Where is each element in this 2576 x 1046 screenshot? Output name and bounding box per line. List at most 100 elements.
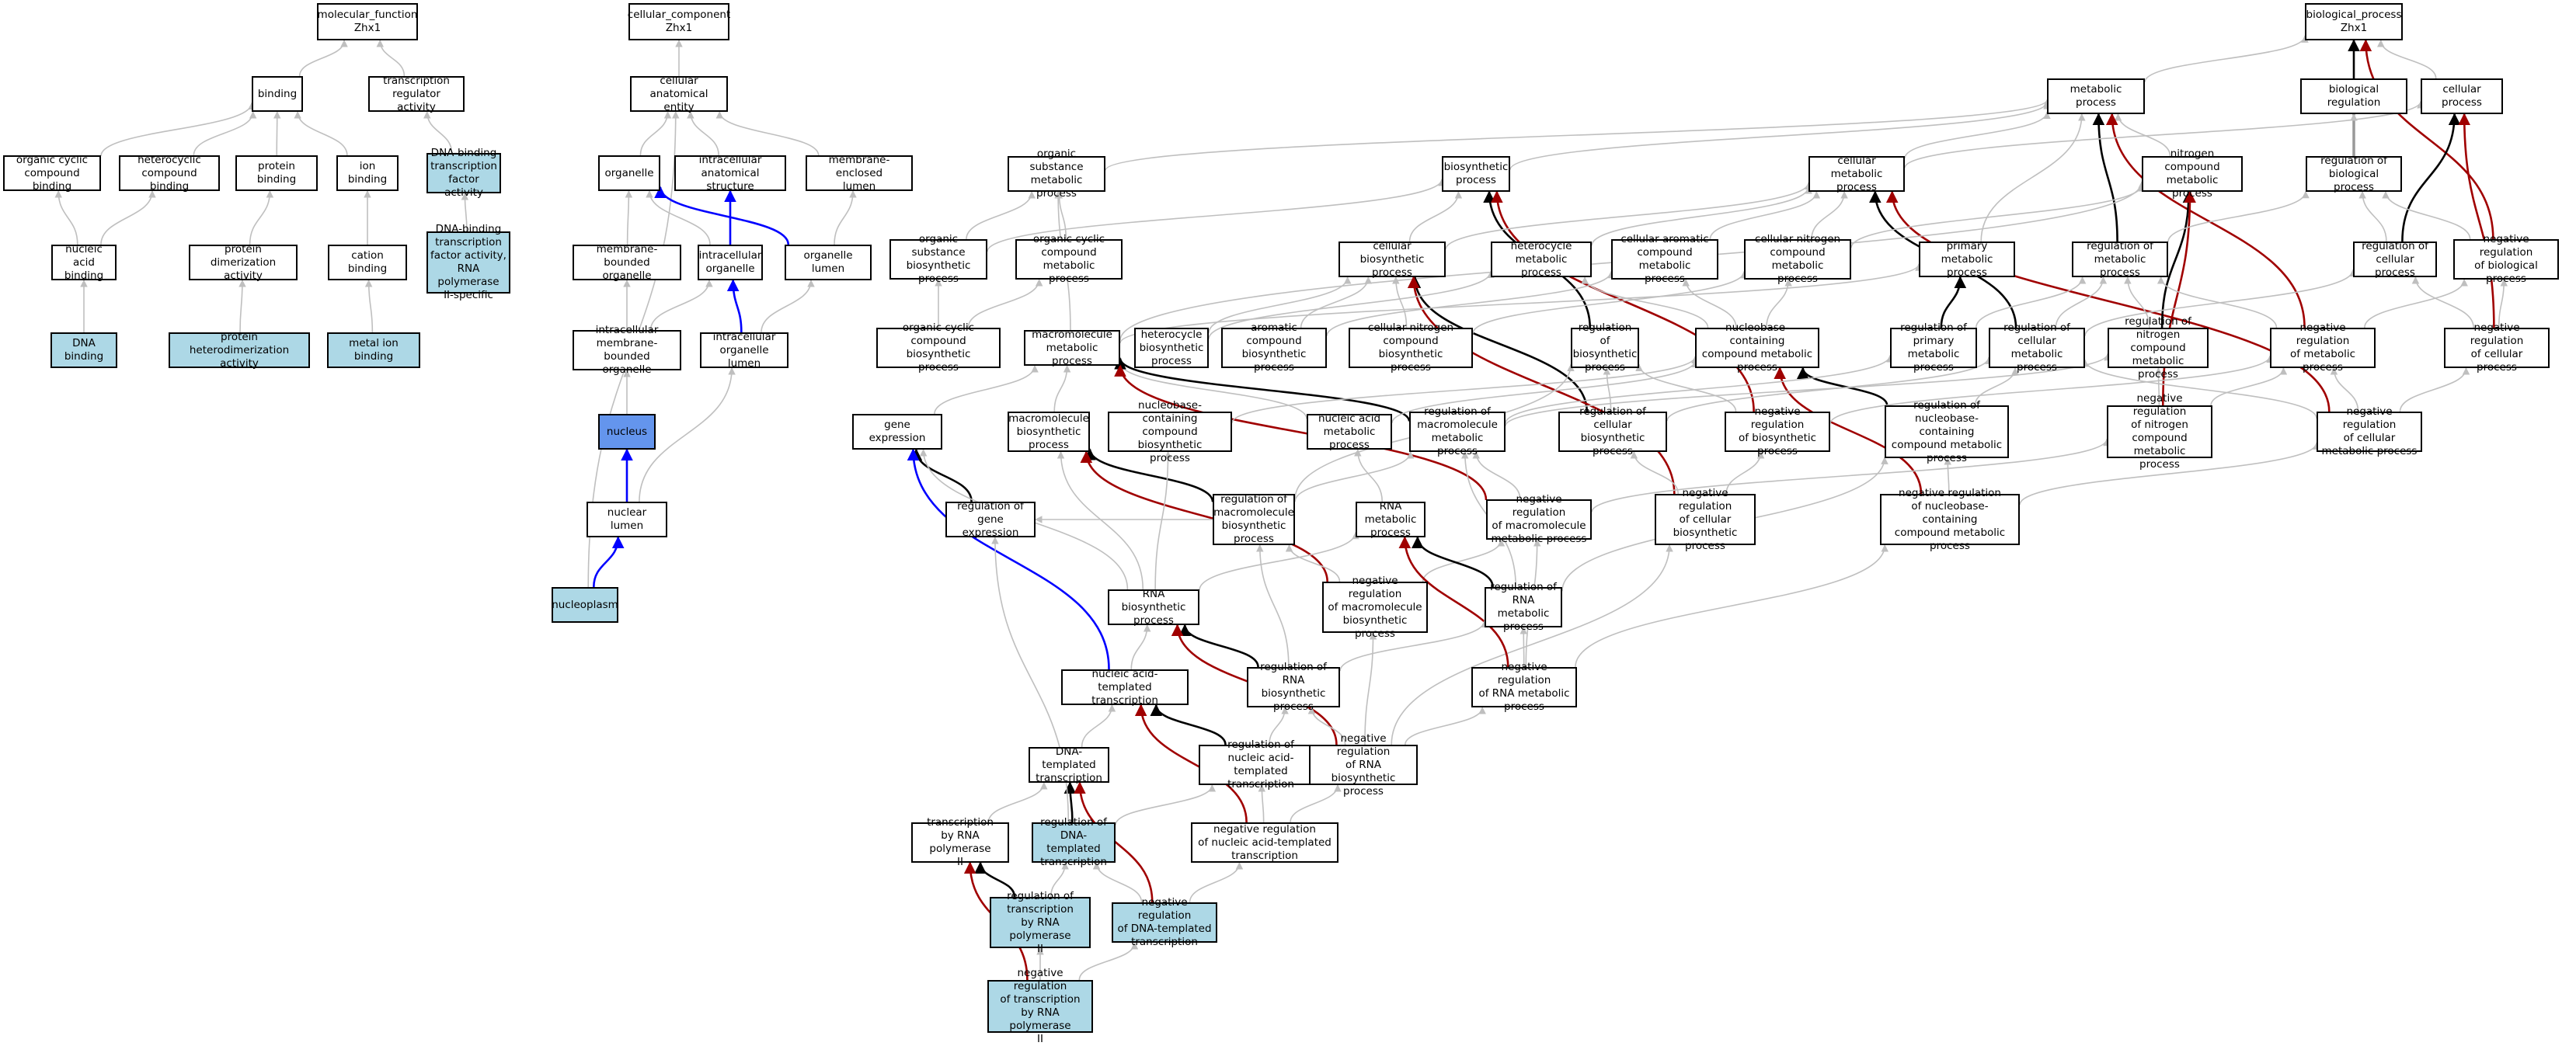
node-rrnamp[interactable]: regulation of RNA metabolic process xyxy=(1485,587,1562,627)
node-rdtt[interactable]: regulation of DNA-templated transcriptio… xyxy=(1032,822,1116,863)
node-hcb[interactable]: heterocyclic compound binding xyxy=(119,155,220,191)
node-binding[interactable]: binding xyxy=(252,76,303,112)
node-nrnccmp[interactable]: negative regulation of nucleobase-contai… xyxy=(1880,494,2020,545)
node-io[interactable]: intracellular organelle xyxy=(698,245,763,280)
node-ncmp[interactable]: nitrogen compound metabolic process xyxy=(2142,156,2243,192)
node-ge[interactable]: gene expression xyxy=(852,414,942,450)
node-nrcp[interactable]: negative regulation of cellular process xyxy=(2444,328,2550,368)
edge-rcp-to-cp xyxy=(2402,114,2454,242)
node-rge[interactable]: regulation of gene expression xyxy=(945,502,1036,537)
node-natt[interactable]: nucleic acid-templated transcription xyxy=(1061,669,1189,705)
node-dnab[interactable]: DNA binding xyxy=(50,332,117,368)
node-mbp[interactable]: macromolecule biosynthetic process xyxy=(1008,412,1090,452)
node-catb[interactable]: cation binding xyxy=(328,245,407,280)
node-rnatt[interactable]: regulation of nucleic acid-templated tra… xyxy=(1199,745,1323,785)
node-cp[interactable]: cellular process xyxy=(2421,78,2503,114)
node-dtt[interactable]: DNA-templated transcription xyxy=(1029,747,1109,783)
node-cmp[interactable]: cellular metabolic process xyxy=(1808,156,1905,192)
node-cncbp[interactable]: cellular nitrogen compound biosynthetic … xyxy=(1349,328,1473,368)
node-rmbp[interactable]: regulation of macromolecule biosynthetic… xyxy=(1213,494,1295,545)
node-mf[interactable]: molecular_function Zhx1 xyxy=(317,3,418,40)
node-bp[interactable]: biological_process Zhx1 xyxy=(2305,3,2403,40)
node-nrtrp2[interactable]: negative regulation of transcription by … xyxy=(987,980,1093,1033)
edge-osmp-to-mp xyxy=(1105,100,2047,171)
edge-metalb-to-catb xyxy=(369,280,373,332)
node-rbp[interactable]: regulation of biological process xyxy=(2306,156,2402,192)
node-nccbp[interactable]: nucleobase-containing compound biosynthe… xyxy=(1108,412,1232,452)
node-rmmp[interactable]: regulation of macromolecule metabolic pr… xyxy=(1409,412,1506,452)
node-dbtfa[interactable]: DNA-binding transcription factor activit… xyxy=(426,153,501,193)
node-cncmp[interactable]: cellular nitrogen compound metabolic pro… xyxy=(1744,239,1851,280)
edge-mbo-to-organelle xyxy=(628,191,629,245)
edge-trreg-to-mf xyxy=(380,40,404,76)
node-dbtfa2[interactable]: DNA-binding transcription factor activit… xyxy=(426,231,510,294)
node-rbsp[interactable]: regulation of biosynthetic process xyxy=(1571,328,1639,368)
node-rtrp2[interactable]: regulation of transcription by RNA polym… xyxy=(990,897,1091,948)
node-rnabp[interactable]: RNA biosynthetic process xyxy=(1108,589,1199,625)
node-nrrnamp[interactable]: negative regulation of RNA metabolic pro… xyxy=(1471,667,1577,707)
node-mp[interactable]: metabolic process xyxy=(2047,78,2145,114)
node-occmp[interactable]: organic cyclic compound metabolic proces… xyxy=(1015,239,1123,280)
node-rmp[interactable]: regulation of metabolic process xyxy=(2072,242,2168,277)
node-nrrnabp[interactable]: negative regulation of RNA biosynthetic … xyxy=(1309,745,1418,785)
node-ionb[interactable]: ion binding xyxy=(336,155,399,191)
node-occbp[interactable]: organic cyclic compound biosynthetic pro… xyxy=(876,328,1001,368)
node-rncmp[interactable]: regulation of nitrogen compound metaboli… xyxy=(2108,328,2209,368)
edge-nab-to-hcb xyxy=(101,191,152,245)
edge-cp-to-bp xyxy=(2381,40,2436,78)
node-phdimer[interactable]: protein heterodimerization activity xyxy=(169,332,310,368)
node-nrdtt[interactable]: negative regulation of DNA-templated tra… xyxy=(1112,902,1217,943)
edge-nrbp-to-rbp xyxy=(2386,192,2470,239)
node-rpmp[interactable]: regulation of primary metabolic process xyxy=(1890,328,1977,368)
node-nrnatt[interactable]: negative regulation of nucleic acid-temp… xyxy=(1191,822,1338,863)
node-ias[interactable]: intracellular anatomical structure xyxy=(674,155,786,191)
node-nccmp[interactable]: nucleobase-containing compound metabolic… xyxy=(1695,328,1819,368)
node-nl[interactable]: nuclear lumen xyxy=(587,502,667,537)
node-mel[interactable]: membrane-enclosed lumen xyxy=(806,155,913,191)
node-rcbp[interactable]: regulation of cellular biosynthetic proc… xyxy=(1558,412,1667,452)
node-trreg[interactable]: transcription regulator activity xyxy=(368,76,465,112)
node-pdimer[interactable]: protein dimerization activity xyxy=(189,245,298,280)
node-rcp[interactable]: regulation of cellular process xyxy=(2353,242,2437,277)
node-nrbsp[interactable]: negative regulation of biosynthetic proc… xyxy=(1725,412,1830,452)
node-rrnabp[interactable]: regulation of RNA biosynthetic process xyxy=(1247,667,1340,707)
node-cae[interactable]: cellular anatomical entity xyxy=(630,76,728,112)
node-cc[interactable]: cellular_component Zhx1 xyxy=(628,3,729,40)
node-nrcbp[interactable]: negative regulation of cellular biosynth… xyxy=(1655,494,1756,545)
node-nrbp[interactable]: negative regulation of biological proces… xyxy=(2453,239,2559,280)
node-pmp[interactable]: primary metabolic process xyxy=(1919,242,2015,277)
node-nucleus[interactable]: nucleus xyxy=(598,414,656,450)
node-acbp[interactable]: aromatic compound biosynthetic process xyxy=(1221,328,1327,368)
node-nrmmp[interactable]: negative regulation of macromolecule met… xyxy=(1486,499,1592,540)
node-nrmbp[interactable]: negative regulation of macromolecule bio… xyxy=(1322,582,1428,633)
node-protb[interactable]: protein binding xyxy=(235,155,318,191)
node-occb[interactable]: organic cyclic compound binding xyxy=(3,155,101,191)
node-metalb[interactable]: metal ion binding xyxy=(327,332,420,368)
node-rnccmp[interactable]: regulation of nucleobase-containing comp… xyxy=(1885,405,2009,458)
node-nrncmp[interactable]: negative regulation of nitrogen compound… xyxy=(2107,405,2212,458)
node-hbp[interactable]: heterocycle biosynthetic process xyxy=(1134,328,1209,368)
node-nrcmp[interactable]: negative regulation of cellular metaboli… xyxy=(2317,412,2422,452)
node-rcmp[interactable]: regulation of cellular metabolic process xyxy=(1989,328,2085,368)
node-iol[interactable]: intracellular organelle lumen xyxy=(700,332,788,368)
node-cacmp[interactable]: cellular aromatic compound metabolic pro… xyxy=(1611,239,1718,280)
node-cbp[interactable]: cellular biosynthetic process xyxy=(1338,242,1446,277)
node-ol[interactable]: organelle lumen xyxy=(785,245,872,280)
node-biosyn[interactable]: biosynthetic process xyxy=(1442,156,1510,192)
node-imbo[interactable]: intracellular membrane-bounded organelle xyxy=(573,330,681,370)
node-osmp[interactable]: organic substance metabolic process xyxy=(1008,156,1105,192)
node-mmp[interactable]: macromolecule metabolic process xyxy=(1024,330,1120,366)
node-mbo[interactable]: membrane-bounded organelle xyxy=(573,245,681,280)
node-np[interactable]: nucleoplasm xyxy=(552,587,618,623)
edge-pdimer-to-protb xyxy=(250,191,270,245)
node-organelle[interactable]: organelle xyxy=(598,155,660,191)
node-osbp[interactable]: organic substance biosynthetic process xyxy=(889,239,987,280)
node-trp2[interactable]: transcription by RNA polymerase II xyxy=(911,822,1009,863)
node-rnamp[interactable]: RNA metabolic process xyxy=(1356,502,1426,537)
edge-nab-to-occb xyxy=(58,191,78,245)
node-nrmp[interactable]: negative regulation of metabolic process xyxy=(2270,328,2376,368)
node-breg[interactable]: biological regulation xyxy=(2300,78,2407,114)
node-hmp[interactable]: heterocycle metabolic process xyxy=(1491,242,1592,277)
node-namp[interactable]: nucleic acid metabolic process xyxy=(1307,414,1392,450)
node-nab[interactable]: nucleic acid binding xyxy=(51,245,117,280)
